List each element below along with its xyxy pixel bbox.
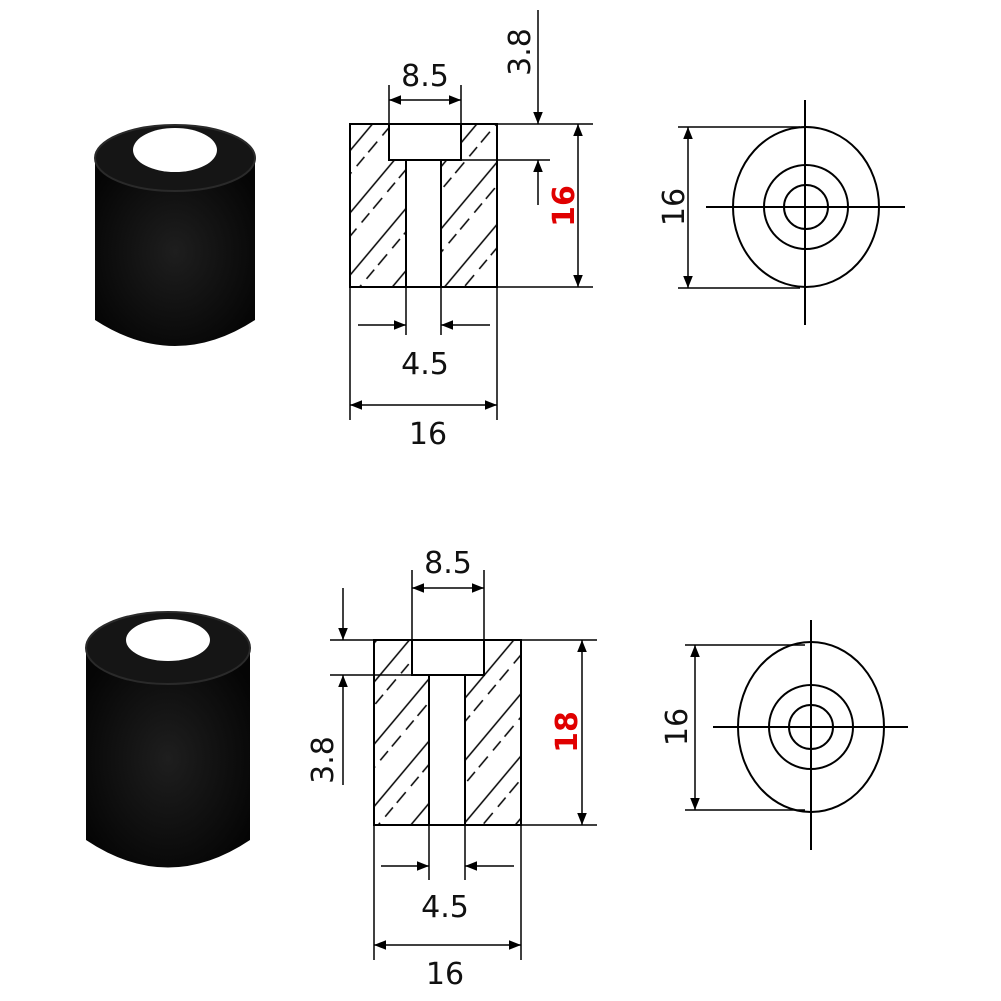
bottom-photo	[85, 611, 251, 868]
top-outer-diameter-label: 16	[409, 417, 447, 452]
top-section-view	[349, 10, 593, 420]
top-end-diameter-label: 16	[657, 188, 692, 226]
bottom-outer-diameter-label: 16	[426, 957, 464, 992]
top-height-label: 16	[547, 185, 582, 227]
top-end-view	[678, 100, 905, 325]
bottom-end-diameter-label: 16	[660, 708, 695, 746]
top-hole-diameter-label: 4.5	[401, 347, 449, 382]
top-counterbore-depth-label: 3.8	[503, 28, 538, 76]
bottom-counterbore-depth-label: 3.8	[306, 736, 341, 784]
bottom-section-view	[330, 570, 597, 960]
bottom-height-label: 18	[550, 711, 585, 753]
bottom-end-view	[685, 620, 908, 850]
bottom-hole-diameter-label: 4.5	[421, 890, 469, 925]
top-photo	[94, 124, 256, 346]
top-counterbore-diameter-label: 8.5	[401, 59, 449, 94]
bottom-counterbore-diameter-label: 8.5	[424, 546, 472, 581]
